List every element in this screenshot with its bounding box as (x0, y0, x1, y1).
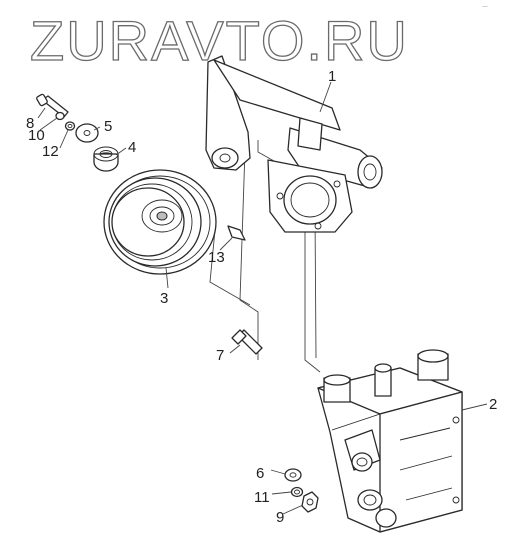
washer-part-5 (75, 123, 99, 143)
callout-4: 4 (128, 139, 136, 156)
washer-part-10 (55, 111, 65, 121)
callout-2: 2 (489, 396, 497, 413)
callout-1: 1 (328, 68, 336, 85)
nut-part-9 (301, 491, 319, 513)
callout-11: 11 (254, 489, 270, 506)
callout-10: 10 (28, 127, 45, 144)
bracket-arm-part-1 (205, 55, 383, 233)
callout-8: 8 (26, 115, 34, 132)
callout-3: 3 (160, 290, 168, 307)
pulley-part-3 (103, 169, 217, 275)
washer-part-12 (64, 121, 76, 131)
leader-lines (37, 81, 488, 515)
callout-9: 9 (276, 509, 284, 526)
bolt-part-8 (36, 93, 69, 118)
key-part-13 (227, 225, 246, 241)
callout-5: 5 (104, 118, 112, 135)
callout-13: 13 (208, 249, 225, 266)
bolt-part-7 (231, 329, 263, 355)
bushing-part-4 (93, 146, 119, 172)
callout-6: 6 (256, 465, 264, 482)
callout-7: 7 (216, 347, 224, 364)
callouts: 1 2 3 4 5 6 7 8 9 10 11 12 13 (26, 68, 497, 526)
watermark-text: ZURAVTO.RU (30, 9, 409, 72)
corner-mark: — (482, 3, 488, 10)
washer-part-6 (284, 468, 302, 482)
callout-12: 12 (42, 143, 59, 160)
pump-assembly-part-2 (317, 349, 463, 533)
seal-part-11 (290, 486, 304, 498)
